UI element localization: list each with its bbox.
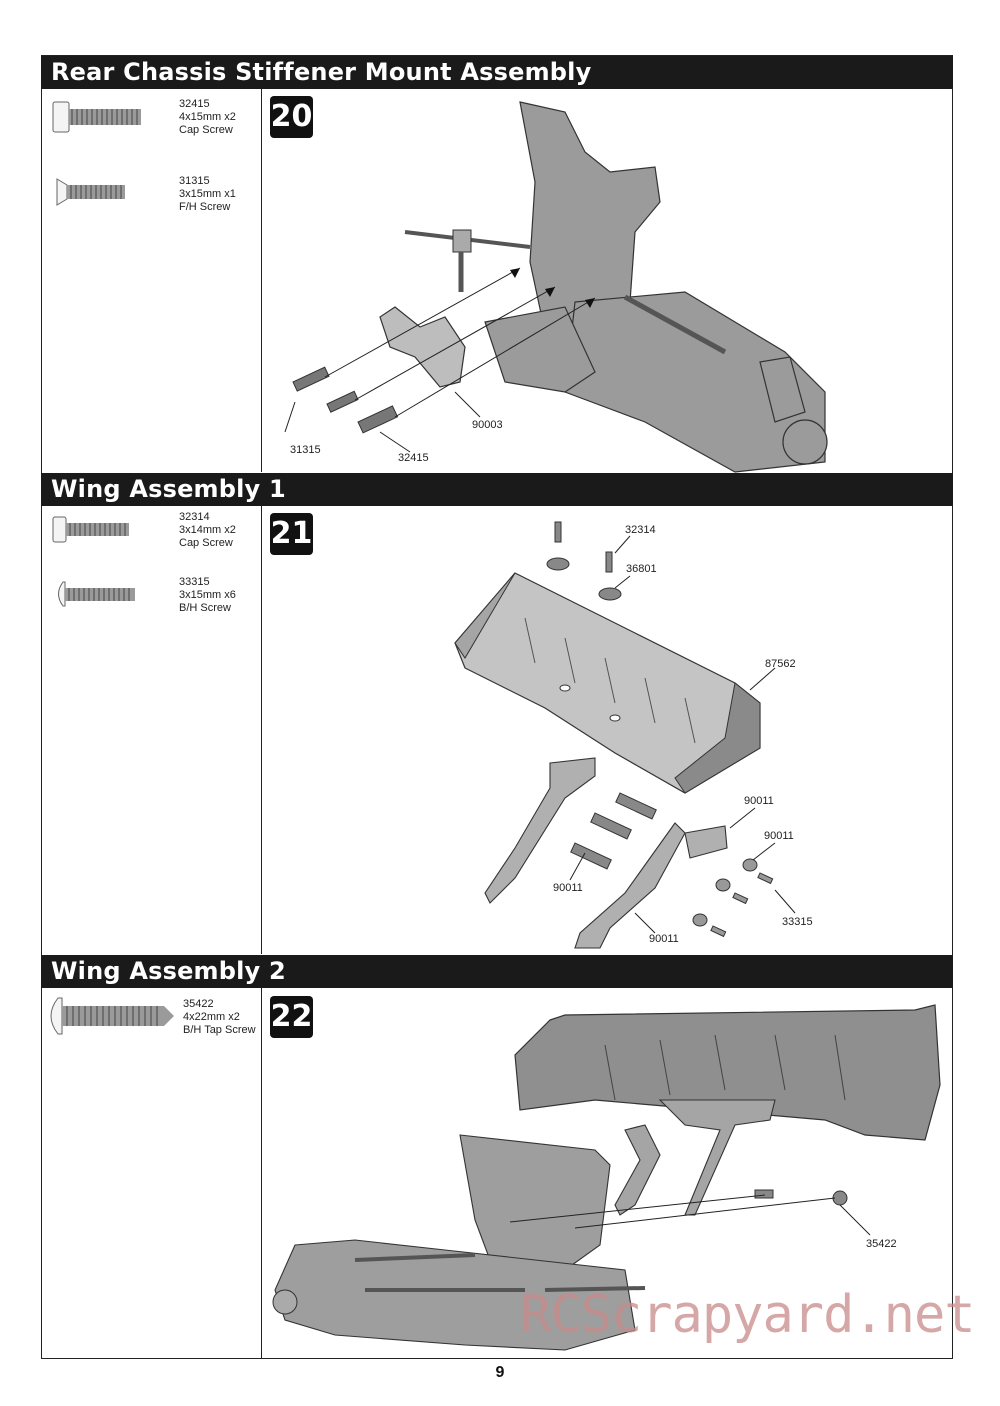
cap-screw-icon	[52, 516, 129, 543]
part-size: 3x15mm x6	[179, 589, 236, 601]
button-head-tap-screw-icon	[50, 997, 174, 1035]
step-number: 22	[270, 996, 313, 1038]
part-size: 3x15mm x1	[179, 188, 236, 200]
part-label-31315: 31315 3x15mm x1 F/H Screw	[179, 175, 236, 214]
divider	[261, 89, 262, 472]
button-head-screw-icon	[58, 581, 135, 607]
callout-90011: 90011	[764, 830, 794, 842]
part-label-32314: 32314 3x14mm x2 Cap Screw	[179, 511, 236, 550]
part-code: 33315	[179, 576, 210, 588]
page-frame	[41, 55, 953, 1359]
callout-90011: 90011	[553, 882, 583, 894]
part-type: F/H Screw	[179, 201, 231, 213]
callout-35422: 35422	[866, 1238, 897, 1250]
cap-screw-icon	[52, 101, 141, 133]
part-size: 3x14mm x2	[179, 524, 236, 536]
callout-90011: 90011	[649, 933, 679, 945]
watermark: RCScrapyard.net	[520, 1285, 976, 1345]
callout-32314: 32314	[625, 524, 656, 536]
part-label-33315: 33315 3x15mm x6 B/H Screw	[179, 576, 236, 615]
step-number: 21	[270, 513, 313, 555]
part-code: 35422	[183, 998, 214, 1010]
callout-90003: 90003	[472, 419, 503, 431]
divider	[261, 988, 262, 1358]
callout-32415: 32415	[398, 452, 429, 464]
part-label-32415: 32415 4x15mm x2 Cap Screw	[179, 98, 236, 137]
callout-33315: 33315	[782, 916, 813, 928]
page-number: 9	[495, 1364, 505, 1381]
part-code: 32314	[179, 511, 210, 523]
section-header-wing-2: Wing Assembly 2	[41, 955, 953, 988]
step-number: 20	[270, 96, 313, 138]
callout-31315: 31315	[290, 444, 321, 456]
part-label-35422: 35422 4x22mm x2 B/H Tap Screw	[183, 998, 256, 1037]
part-type: B/H Screw	[179, 602, 231, 614]
part-code: 32415	[179, 98, 210, 110]
wing-assembly-1-diagram	[454, 521, 796, 949]
part-type: Cap Screw	[179, 124, 233, 136]
section-header-rear-chassis: Rear Chassis Stiffener Mount Assembly	[41, 56, 953, 89]
callout-36801: 36801	[626, 563, 657, 575]
flat-head-screw-icon	[56, 178, 125, 206]
part-type: B/H Tap Screw	[183, 1024, 256, 1036]
callout-87562: 87562	[765, 658, 796, 670]
part-size: 4x22mm x2	[183, 1011, 240, 1023]
part-type: Cap Screw	[179, 537, 233, 549]
wing-assembly-2-diagram	[272, 1004, 941, 1351]
section-title: Rear Chassis Stiffener Mount Assembly	[51, 58, 592, 86]
section-title: Wing Assembly 2	[51, 957, 286, 985]
part-code: 31315	[179, 175, 210, 187]
part-size: 4x15mm x2	[179, 111, 236, 123]
divider	[261, 506, 262, 954]
section-header-wing-1: Wing Assembly 1	[41, 473, 953, 506]
section-title: Wing Assembly 1	[51, 475, 286, 503]
rear-chassis-diagram	[284, 101, 828, 473]
callout-90011: 90011	[744, 795, 774, 807]
